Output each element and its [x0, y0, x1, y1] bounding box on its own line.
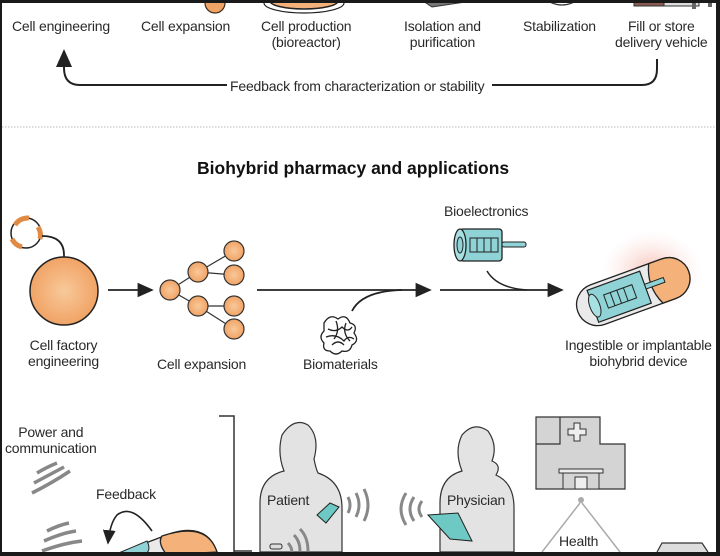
health-network-lines — [541, 497, 621, 552]
label-line: biohybrid device — [589, 353, 688, 369]
purification-top-icon — [425, 3, 463, 8]
step-label-line: delivery vehicle — [615, 34, 708, 50]
step-label-line: Cell production — [261, 18, 352, 34]
biomaterials-icon — [320, 316, 358, 355]
bioelectronics-merge-line — [486, 270, 528, 291]
bracket-line — [219, 415, 235, 552]
bioreactor-top-icon — [263, 3, 345, 14]
delivery-vehicle-top-icon — [633, 3, 712, 9]
biomaterials-merge-line — [351, 289, 403, 312]
patient-silhouette — [259, 422, 343, 552]
illustration-canvas — [2, 3, 716, 552]
cell-expansion-label: Cell expansion — [157, 356, 247, 372]
bioelectronics-label: Bioelectronics — [444, 203, 529, 219]
label-line: Ingestible or implantable — [565, 337, 712, 353]
bioelectronics-icon — [453, 228, 527, 262]
device-label: Ingestible or implantable biohybrid devi… — [565, 337, 712, 369]
laptop-icon — [656, 542, 709, 552]
step-label-line: Fill or store — [627, 18, 695, 34]
step-label-line: purification — [409, 34, 476, 50]
step-label-stabilization: Stabilization — [523, 18, 596, 34]
physician-wireless-icon — [399, 492, 424, 526]
feedback-arrow — [102, 510, 153, 545]
cell-expansion-tree-icon — [159, 240, 245, 340]
label-line: communication — [5, 440, 97, 456]
label-line: Power and — [18, 424, 84, 440]
step-label-fill-store: Fill or store delivery vehicle — [615, 18, 708, 50]
implanted-capsule-icon — [119, 529, 218, 552]
label-line: engineering — [28, 353, 99, 369]
health-label: Health — [559, 533, 599, 549]
feedback-loop-line — [56, 49, 227, 86]
label-line: Cell factory — [29, 337, 98, 353]
step-label-cell-expansion: Cell expansion — [141, 18, 231, 34]
biomaterials-label: Biomaterials — [303, 356, 378, 372]
cell-factory-icon — [29, 256, 99, 326]
biohybrid-device-icon — [575, 231, 702, 327]
feedback-loop-line-right — [492, 59, 658, 86]
step-label-line: (bioreactor) — [271, 34, 341, 50]
patient-label: Patient — [267, 492, 310, 508]
patient-wireless-icon — [286, 488, 370, 552]
section-title: Biohybrid pharmacy and applications — [197, 158, 510, 178]
cell-expansion-top-icon — [204, 3, 226, 14]
feedback-label: Feedback — [96, 486, 156, 502]
hospital-building-icon — [535, 416, 626, 490]
plasmid-icon — [9, 215, 72, 287]
physician-silhouette — [426, 426, 515, 552]
physician-label: Physician — [447, 492, 506, 508]
step-label-cell-production: Cell production (bioreactor) — [261, 18, 352, 50]
cell-factory-label: Cell factory engineering — [28, 337, 99, 369]
feedback-characterization-label: Feedback from characterization or stabil… — [230, 78, 485, 94]
step-label-cell-engineering: Cell engineering — [12, 18, 110, 34]
power-communication-label: Power and communication — [5, 424, 97, 456]
step-label-line: Isolation and — [404, 18, 481, 34]
stabilization-top-icon — [550, 3, 574, 6]
wireless-signal-icon — [31, 461, 83, 552]
figure-panel: Cell engineering Cell expansion Cell pro… — [2, 3, 716, 552]
step-label-isolation: Isolation and purification — [404, 18, 481, 50]
